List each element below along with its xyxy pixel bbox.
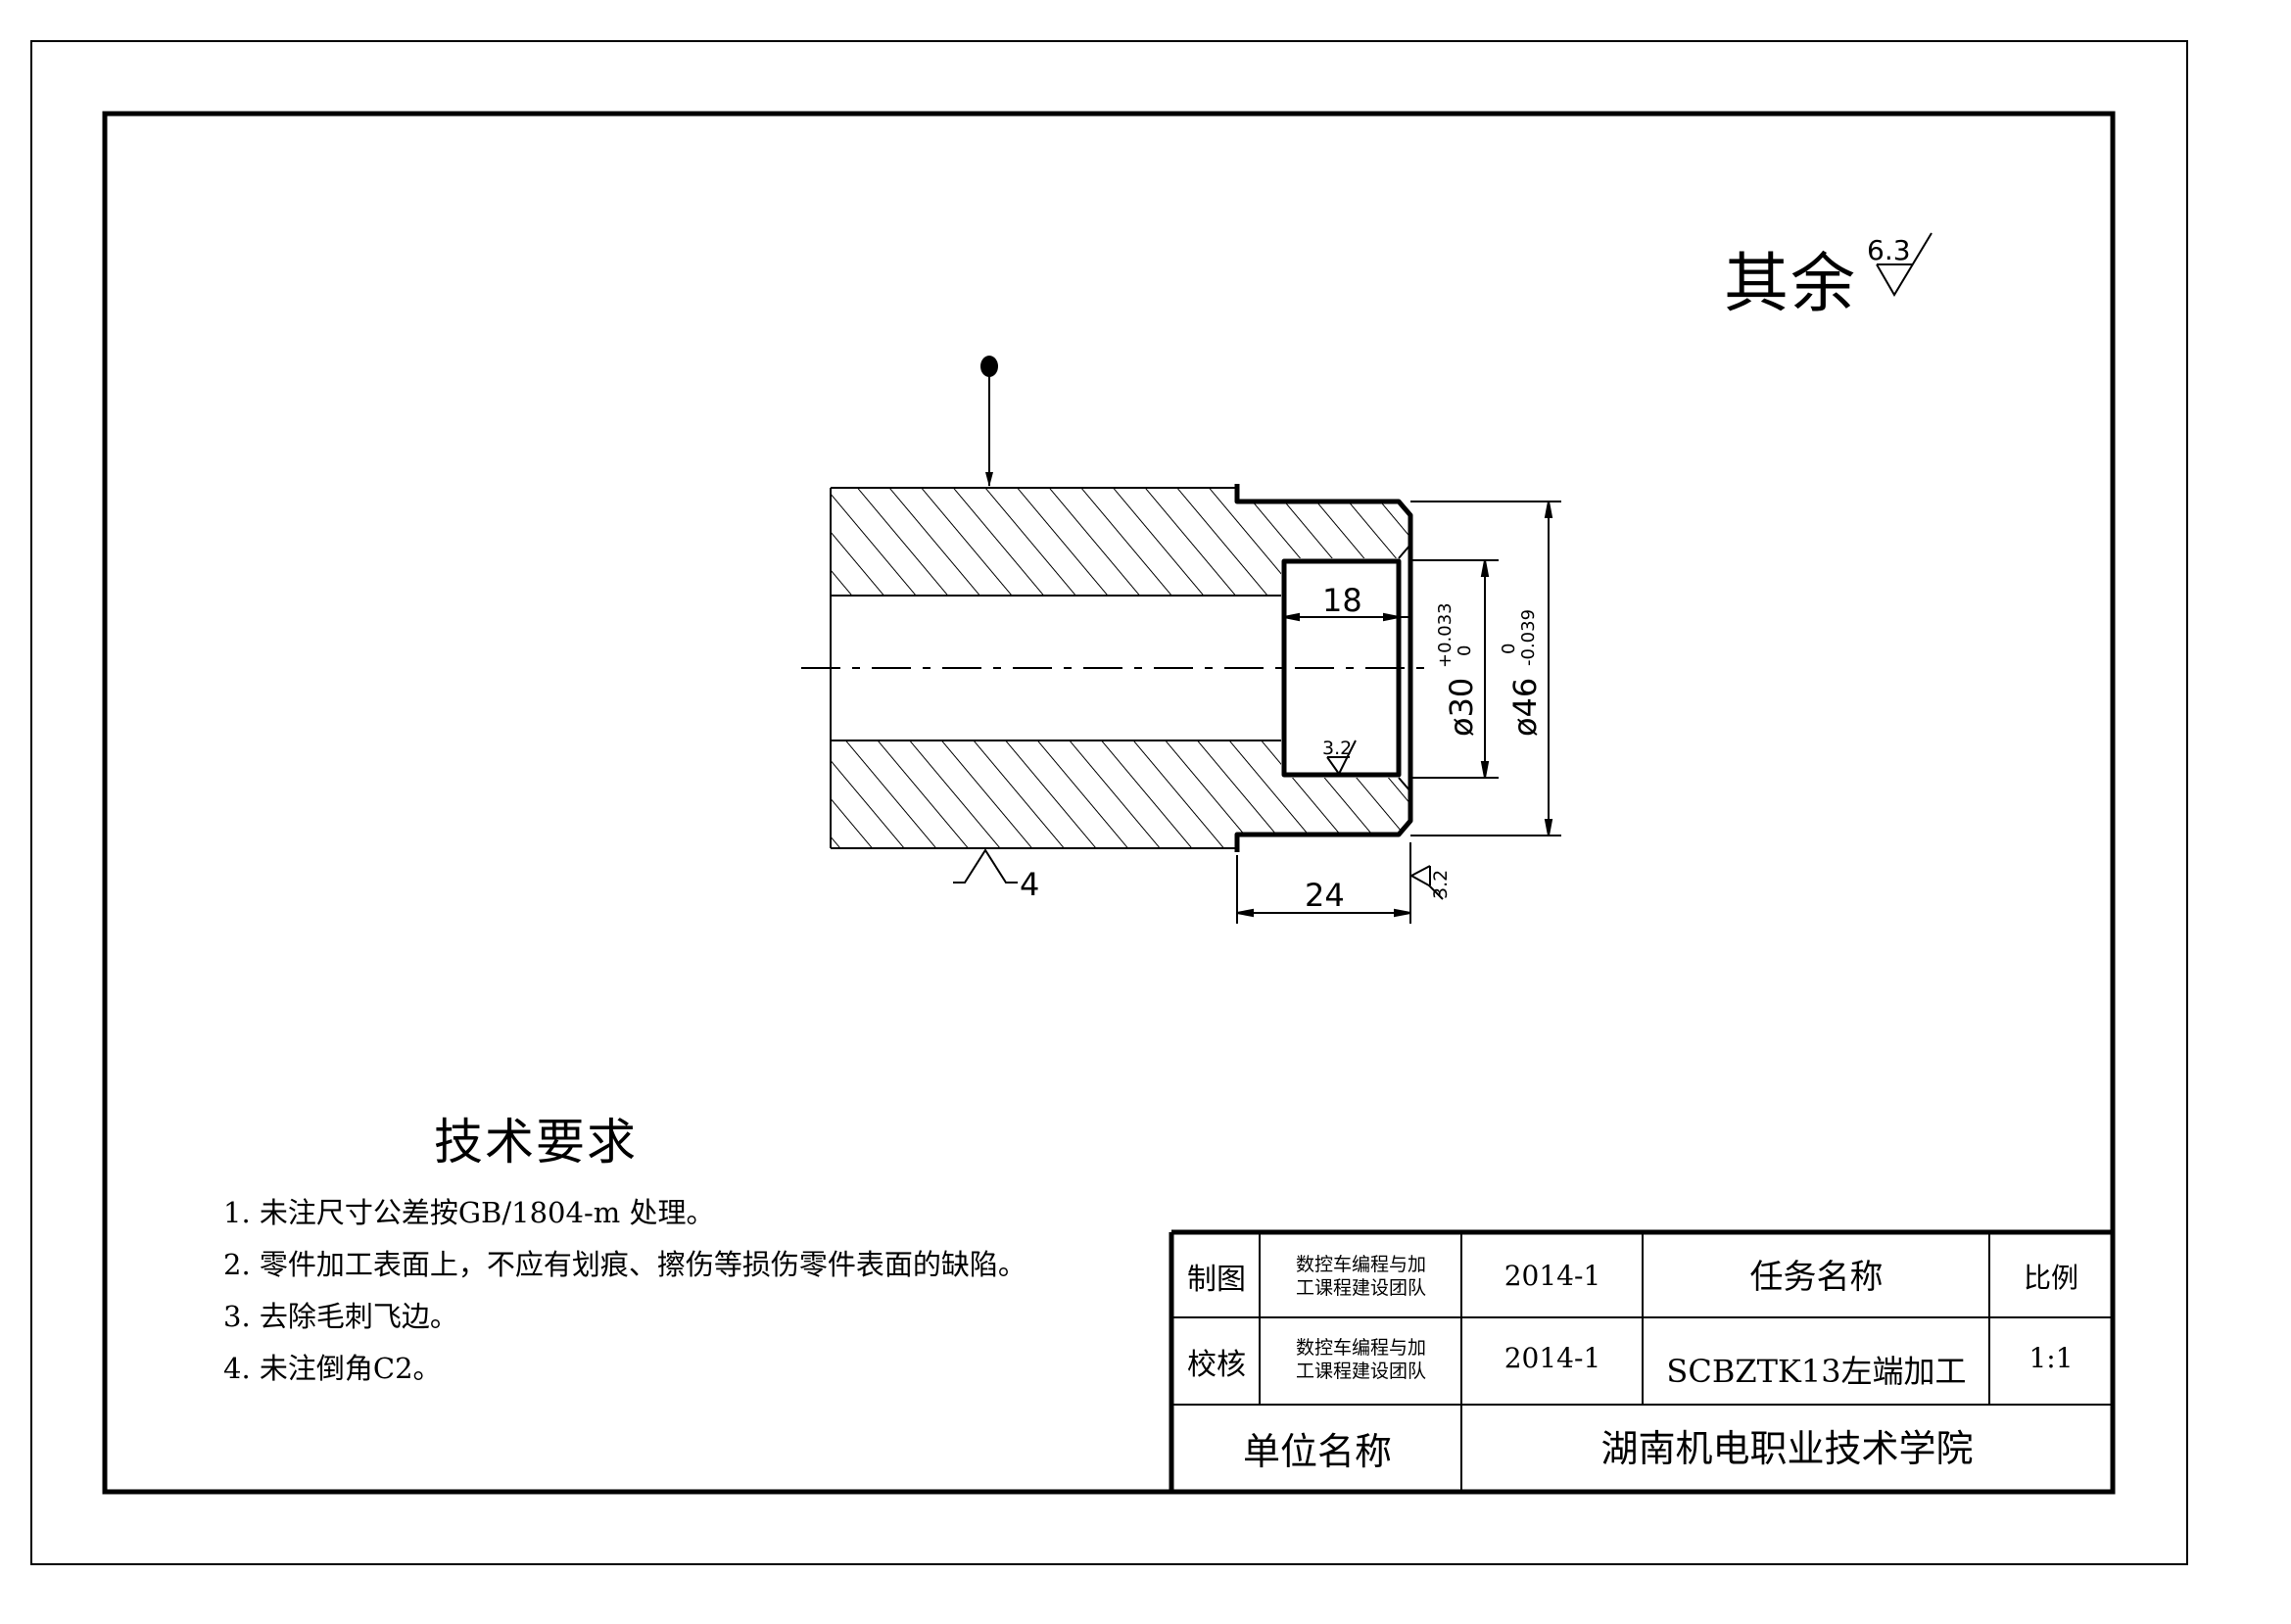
- tb-scale: 1:1: [2028, 1341, 2074, 1374]
- general-roughness-icon: [1876, 232, 1933, 297]
- svg-text:ø30: ø30: [1443, 678, 1480, 737]
- tech-requirement-item: 3. 去除毛刺飞边。: [223, 1300, 458, 1333]
- dim-outer-diameter: [1410, 501, 1561, 836]
- tb-drawn-label: 制图: [1187, 1262, 1246, 1297]
- svg-text:ø46: ø46: [1506, 678, 1544, 737]
- roughness-bottom-text: 4: [1020, 866, 1039, 903]
- tb-checked-by-line2: 工课程建设团队: [1295, 1361, 1426, 1382]
- dim-18-text: 18: [1322, 582, 1362, 619]
- dim-24-text: 24: [1305, 877, 1345, 914]
- svg-text:0: 0: [1499, 644, 1519, 654]
- roughness-bottom-icon: [953, 848, 1018, 884]
- roughness-bore-icon: [1326, 740, 1357, 776]
- tech-requirements-title: 技术要求: [434, 1114, 638, 1170]
- roughness-face-icon: [1408, 865, 1444, 900]
- tb-unit-label: 单位名称: [1242, 1429, 1392, 1473]
- general-roughness-value: 6.3: [1867, 234, 1911, 266]
- dim-bore-depth: [1283, 612, 1408, 622]
- tb-drawn-date: 2014-1: [1503, 1260, 1601, 1292]
- tech-requirement-item: 2. 零件加工表面上，不应有划痕、擦伤等损伤零件表面的缺陷。: [223, 1248, 1026, 1281]
- tb-unit-name: 湖南机电职业技术学院: [1600, 1426, 1974, 1470]
- dim-30-label: ø30 +0.033 0: [1435, 602, 1480, 737]
- tb-checked-date: 2014-1: [1503, 1341, 1601, 1374]
- tb-drawn-by-line1: 数控车编程与加: [1295, 1253, 1426, 1275]
- tb-task-name-label: 任务名称: [1749, 1257, 1884, 1297]
- dim-step-length: [1236, 842, 1411, 924]
- tech-requirement-item: 4. 未注倒角C2。: [223, 1352, 442, 1385]
- tb-checked-label: 校核: [1187, 1348, 1246, 1382]
- inner-frame: [102, 111, 2116, 1495]
- svg-text:-0.039: -0.039: [1518, 609, 1539, 666]
- outer-border: [30, 40, 2188, 1565]
- tb-drawn-by-line2: 工课程建设团队: [1295, 1276, 1426, 1299]
- tb-scale-label: 比例: [2023, 1261, 2078, 1294]
- tech-requirement-item: 1. 未注尺寸公差按GB/1804-m 处理。: [223, 1196, 715, 1229]
- svg-text:3.2: 3.2: [1430, 870, 1452, 899]
- roughness-bore-text: 3.2: [1322, 738, 1352, 759]
- svg-text:0: 0: [1455, 645, 1475, 656]
- tb-drawn-by: 数控车编程与加 工课程建设团队: [1261, 1234, 1461, 1317]
- roughness-face-label: 3.2: [1430, 870, 1452, 899]
- general-roughness-label: 其余: [1724, 246, 1857, 321]
- tb-checked-by-line1: 数控车编程与加: [1295, 1337, 1426, 1359]
- dim-bore-diameter: [1410, 559, 1499, 779]
- svg-text:+0.033: +0.033: [1435, 602, 1456, 668]
- tb-task-name: SCBZTK13左端加工: [1666, 1353, 1967, 1390]
- surface-pointer: [980, 356, 998, 487]
- tb-checked-by: 数控车编程与加 工课程建设团队: [1261, 1318, 1461, 1401]
- dim-46-label: ø46 0 -0.039: [1499, 609, 1544, 737]
- title-block-grid: [1169, 1229, 2113, 1492]
